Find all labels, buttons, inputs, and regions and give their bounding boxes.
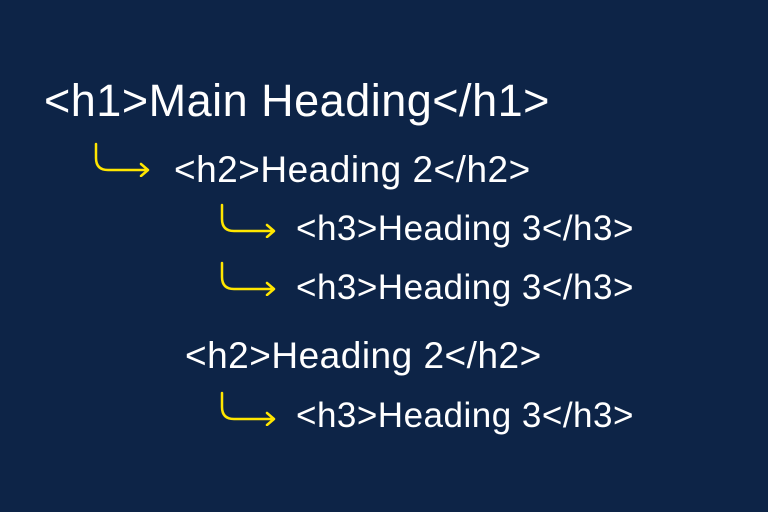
h3-heading-line-3: <h3>Heading 3</h3> (296, 396, 634, 435)
h3-heading-line-1: <h3>Heading 3</h3> (296, 209, 634, 248)
curved-right-arrow-icon (216, 390, 280, 426)
h2-heading-line-1: <h2>Heading 2</h2> (174, 149, 531, 190)
curved-right-arrow-icon (216, 202, 280, 238)
curved-right-arrow-icon (90, 141, 154, 177)
curved-right-arrow-icon (216, 260, 280, 296)
h3-heading-line-2: <h3>Heading 3</h3> (296, 268, 634, 307)
h1-main-heading-line: <h1>Main Heading</h1> (44, 75, 550, 126)
h2-heading-line-2: <h2>Heading 2</h2> (185, 335, 542, 376)
